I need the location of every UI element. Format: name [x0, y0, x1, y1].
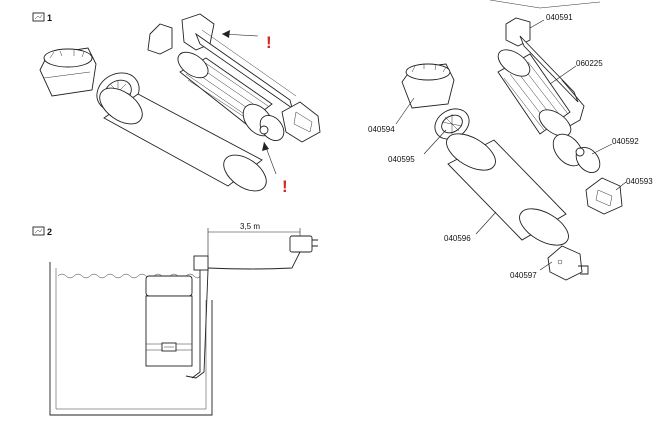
picture-icon	[32, 12, 45, 22]
pump-head	[281, 101, 321, 143]
part-label-040597: 040597	[510, 271, 537, 280]
figure-1-number: 1	[47, 13, 52, 23]
leader-040592	[591, 143, 613, 155]
aquarium-tank	[49, 262, 213, 416]
installed-filter	[145, 255, 209, 379]
leader-060225	[549, 65, 577, 85]
leader-040597	[539, 261, 553, 271]
part-label-040595: 040595	[388, 155, 415, 164]
figure-2-label: 2	[32, 226, 52, 237]
part-040594	[401, 63, 455, 109]
picture-icon-mark	[34, 14, 43, 20]
part-040597	[547, 245, 589, 281]
part-040591	[505, 17, 585, 129]
part-label-060225: 060225	[576, 59, 603, 68]
pump-seal-parts	[242, 103, 285, 141]
leader-040596	[475, 211, 497, 235]
part-label-040594: 040594	[368, 125, 395, 134]
part-060225	[497, 49, 572, 137]
leader-040593	[615, 181, 627, 191]
leader-040595	[423, 129, 447, 155]
dimension-ticks	[207, 228, 301, 256]
part-040595	[434, 108, 470, 140]
part-040596	[446, 133, 569, 246]
figure-1-drawing: ! !	[39, 13, 321, 196]
part-label-040591: 040591	[546, 13, 573, 22]
figure-2-drawing: 3,5 m	[49, 222, 318, 416]
part-040593	[585, 177, 623, 215]
part-040592	[552, 133, 601, 173]
picture-icon-mark	[34, 228, 43, 234]
cable-length-label: 3,5 m	[240, 222, 260, 231]
top-arrow-head	[222, 30, 230, 38]
figure-1-label: 1	[32, 12, 52, 23]
aquarium-inner-wall	[55, 268, 207, 410]
part-label-040593: 040593	[626, 177, 653, 186]
picture-icon	[32, 226, 45, 236]
tray-outline	[489, 0, 601, 9]
parts-exploded-view: 040591 060225 040594 040595 040592 04059…	[368, 0, 653, 281]
leader-040591	[529, 19, 545, 29]
power-cable	[207, 251, 301, 270]
housing-tube	[99, 87, 267, 192]
warning-mark-bottom: !	[282, 177, 288, 196]
part-label-040592: 040592	[612, 137, 639, 146]
power-adapter	[289, 235, 318, 253]
warning-mark-top: !	[266, 33, 272, 52]
bottom-arrow-head	[262, 142, 269, 151]
intake-cap	[39, 47, 97, 97]
figure-2-number: 2	[47, 227, 52, 237]
part-label-040596: 040596	[444, 234, 471, 243]
leader-040594	[395, 97, 415, 125]
